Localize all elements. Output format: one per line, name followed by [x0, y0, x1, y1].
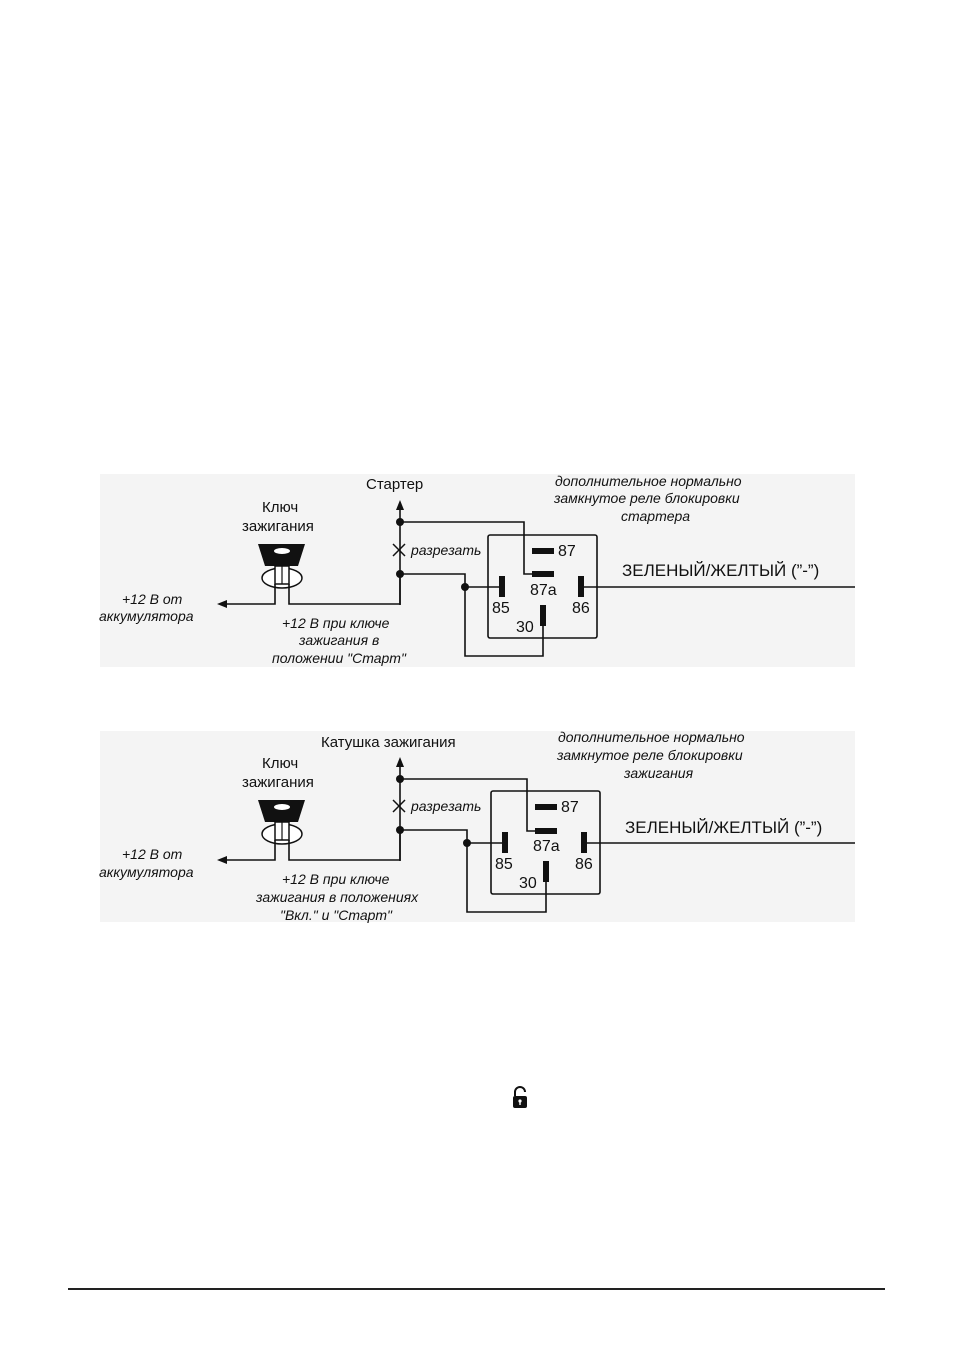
battery-label-line2: аккумулятора: [99, 608, 194, 624]
pin-86-contact: [581, 832, 587, 853]
key-label-line1: Ключ: [262, 499, 298, 516]
ignition-relay-diagram: Катушка зажигания разрезать Ключ зажиган…: [99, 729, 855, 923]
cut-mark-icon: [392, 799, 406, 813]
pin-30-contact: [540, 605, 546, 626]
ignition-key-icon: [258, 800, 305, 845]
pin-86-label: 86: [575, 856, 593, 873]
note-line1: +12 В при ключе: [282, 871, 390, 887]
battery-label-line1: +12 В от: [122, 846, 183, 862]
pin-87-contact: [535, 804, 557, 810]
relay-desc-line1: дополнительное нормально: [555, 473, 742, 489]
pin-87-contact: [532, 548, 554, 554]
battery-label-line1: +12 В от: [122, 591, 183, 607]
ignition-key-icon: [258, 544, 305, 589]
pin-30-contact: [543, 861, 549, 882]
battery-arrow-icon: [217, 600, 227, 608]
wire-to-30: [464, 587, 544, 657]
note-line1: +12 В при ключе: [282, 615, 390, 631]
pin-86-contact: [578, 576, 584, 597]
starter-relay-diagram: Стартер разрезать Ключ зажигания +12 В о…: [99, 473, 855, 666]
coil-label: Катушка зажигания: [321, 734, 456, 751]
starter-label: Стартер: [366, 476, 423, 493]
pin-30-label: 30: [519, 875, 537, 892]
note-line3: "Вкл." и "Старт": [280, 907, 393, 923]
wire-to-85: [400, 829, 503, 844]
relay-desc-line2: замкнутое реле блокировки: [556, 747, 743, 763]
pin-85-contact: [499, 576, 505, 597]
starter-diagram-panel: [100, 474, 855, 667]
battery-wire: [225, 840, 276, 861]
wire-label: ЗЕЛЕНЫЙ/ЖЕЛТЫЙ (”-”): [625, 818, 822, 837]
battery-arrow-icon: [217, 856, 227, 864]
wire-to-87a: [400, 778, 540, 832]
note-line3: положении "Старт": [272, 650, 407, 666]
pin-87a-label: 87a: [530, 582, 557, 599]
cut-label: разрезать: [410, 798, 481, 814]
pin-87a-label: 87a: [533, 838, 560, 855]
wire-to-30: [466, 843, 547, 913]
pin-87a-contact: [535, 828, 557, 834]
pin-85-label: 85: [492, 600, 510, 617]
coil-arrow-icon: [396, 757, 404, 767]
key-label-line2: зажигания: [242, 518, 314, 535]
cut-label: разрезать: [410, 542, 481, 558]
relay-desc-line2: замкнутое реле блокировки: [553, 490, 740, 506]
pin-30-label: 30: [516, 619, 534, 636]
ignition-start-wire: [288, 574, 401, 605]
note-line2: зажигания в положениях: [255, 889, 419, 905]
relay-desc-line3: стартера: [621, 508, 690, 524]
key-label-line1: Ключ: [262, 755, 298, 772]
wire-to-85: [400, 573, 500, 588]
pin-85-contact: [502, 832, 508, 853]
note-line2: зажигания в: [298, 632, 379, 648]
footer-rule: [68, 1288, 885, 1290]
pin-85-label: 85: [495, 856, 513, 873]
ignition-on-wire: [288, 830, 401, 861]
lock-icon: [513, 1086, 527, 1108]
starter-arrow-icon: [396, 500, 404, 510]
pin-87-label: 87: [558, 543, 576, 560]
wire-label: ЗЕЛЕНЫЙ/ЖЕЛТЫЙ (”-”): [622, 561, 819, 580]
battery-wire: [225, 584, 276, 605]
pin-87a-contact: [532, 571, 554, 577]
cut-mark-icon: [392, 543, 406, 557]
ignition-diagram-panel: [100, 731, 855, 922]
relay-desc-line1: дополнительное нормально: [558, 729, 745, 745]
relay-desc-line3: зажигания: [623, 765, 694, 781]
key-label-line2: зажигания: [242, 774, 314, 791]
battery-label-line2: аккумулятора: [99, 864, 194, 880]
pin-87-label: 87: [561, 799, 579, 816]
pin-86-label: 86: [572, 600, 590, 617]
wire-to-87a: [400, 521, 537, 575]
